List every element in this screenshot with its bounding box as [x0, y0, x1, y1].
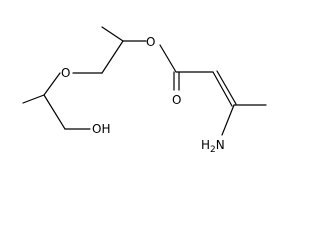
amine-subscript: 2 — [210, 145, 216, 153]
chemical-structure-diagram: O O O OH H2N — [22, 26, 267, 153]
ether-oxygen-label: O — [61, 66, 70, 80]
bond-ester-oxygen-carbonyl — [159, 44, 177, 73]
ester-oxygen-label: O — [146, 35, 155, 49]
bond-c4-c5 — [22, 94, 45, 104]
hydroxyl-label: OH — [92, 122, 110, 136]
bond-c2-c3 — [101, 40, 124, 74]
bond-alkene-amine — [221, 104, 235, 136]
bond-c1-c2 — [101, 26, 124, 42]
bond-alkene-double-a — [212, 71, 233, 107]
amine-label: H2N — [201, 138, 225, 153]
bond-c4-c6 — [43, 94, 66, 130]
bond-alkene-double-b — [216, 70, 237, 105]
carbonyl-oxygen-label: O — [172, 93, 181, 107]
amine-tail: N — [216, 138, 225, 152]
bond-ether-oxygen-c4 — [43, 72, 61, 96]
amine-main: H — [201, 138, 210, 152]
